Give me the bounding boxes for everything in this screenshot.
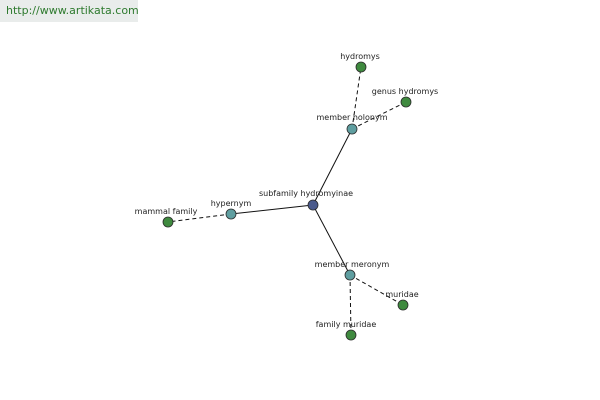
node-center[interactable] <box>307 199 319 211</box>
node-label-muridae[interactable]: muridae <box>385 290 418 299</box>
edge-member-meronym-to-family-muridae <box>349 274 352 336</box>
edge-center-to-hypernym <box>230 204 314 215</box>
node-label-family-muridae[interactable]: family muridae <box>316 320 377 329</box>
labels-layer: subfamily hydromyinae member holonym hyper… <box>135 52 439 329</box>
edge-center-to-member-holonym <box>312 128 353 206</box>
node-hydromys[interactable] <box>355 61 367 73</box>
node-genus-hydromys[interactable] <box>400 96 412 108</box>
node-muridae[interactable] <box>397 299 409 311</box>
node-member-meronym[interactable] <box>344 269 356 281</box>
node-label-hypernym[interactable]: hypernym <box>211 199 252 208</box>
edge-member-holonym-to-hydromys <box>351 66 362 130</box>
node-member-holonym[interactable] <box>346 123 358 135</box>
edge-center-to-member-meronym <box>312 204 351 276</box>
nodes-layer <box>162 61 412 341</box>
edge-member-holonym-to-genus-hydromys <box>351 101 407 130</box>
node-label-member-meronym[interactable]: member meronym <box>315 260 390 269</box>
source-url-watermark[interactable]: http://www.artikata.com <box>0 0 139 22</box>
node-mammal-family[interactable] <box>162 216 174 228</box>
node-label-genus-hydromys[interactable]: genus hydromys <box>372 87 438 96</box>
node-label-hydromys[interactable]: hydromys <box>340 52 380 61</box>
edges-layer <box>167 66 407 336</box>
node-family-muridae[interactable] <box>345 329 357 341</box>
node-label-center[interactable]: subfamily hydromyinae <box>259 189 353 198</box>
node-hypernym[interactable] <box>225 208 237 220</box>
edge-member-meronym-to-muridae <box>349 274 404 306</box>
node-label-mammal-family[interactable]: mammal family <box>135 207 198 216</box>
node-label-member-holonym[interactable]: member holonym <box>316 113 387 122</box>
edge-hypernym-to-mammal-family <box>167 213 232 223</box>
